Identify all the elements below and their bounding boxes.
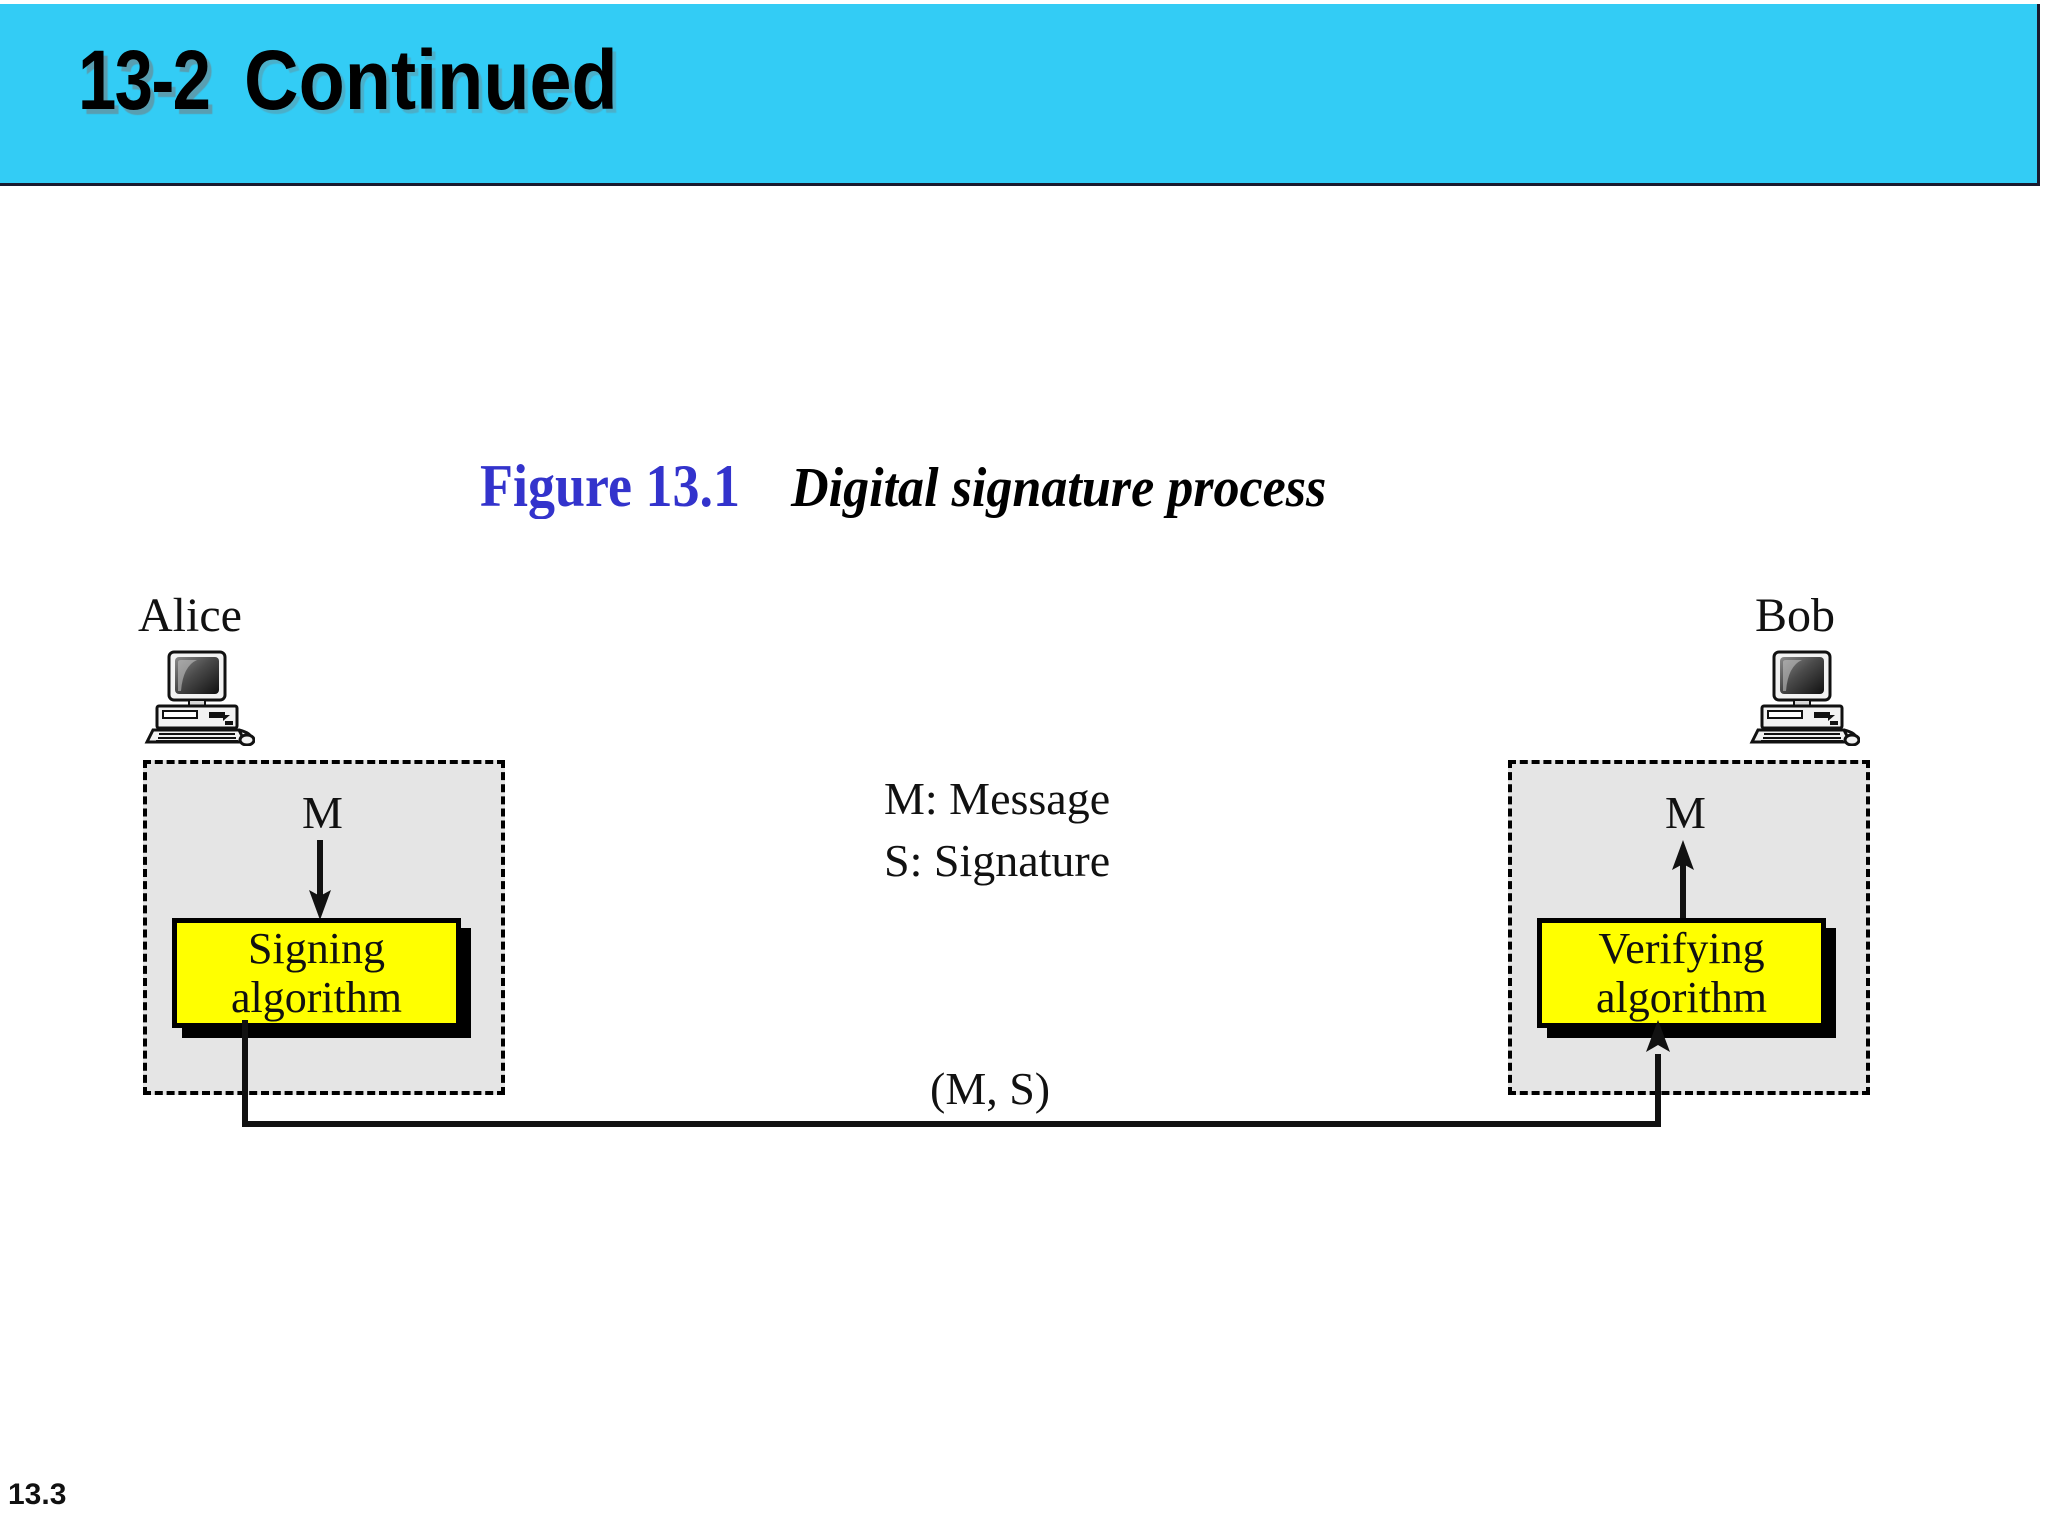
legend-item-signature: S: Signature (884, 835, 1111, 887)
header-section-number: 13-2 (78, 33, 211, 127)
transmission-label: (M, S) (930, 1063, 1051, 1114)
legend: M: Message S: Signature (884, 768, 1110, 892)
verifying-algorithm-box[interactable]: Verifying algorithm (1537, 918, 1826, 1028)
arrow-up-icon (1668, 840, 1698, 920)
verifying-algorithm-line1: Verifying (1598, 923, 1765, 973)
figure-caption: Figure 13.1 Digital signature process (480, 452, 1367, 521)
figure-caption-text: Digital signature process (790, 457, 1327, 519)
desktop-computer-icon (1748, 650, 1861, 747)
legend-item-message: M: Message (884, 773, 1111, 824)
message-label-alice: M (302, 787, 343, 838)
message-label-bob: M (1665, 787, 1706, 838)
header-banner: 13-2 Continued (0, 4, 2040, 186)
figure-caption-label: Figure 13.1 (480, 453, 740, 519)
party-label-bob: Bob (1755, 589, 1836, 642)
desktop-computer-icon (143, 650, 256, 747)
header-section-label: Continued (244, 33, 618, 127)
signing-algorithm-box[interactable]: Signing algorithm (172, 918, 461, 1028)
header-title: 13-2 Continued (78, 32, 659, 129)
signing-algorithm-line1: Signing (248, 923, 385, 973)
page-number: 13.3 (8, 1478, 67, 1511)
transmission-path (220, 1020, 1700, 1150)
party-label-alice: Alice (138, 589, 242, 642)
verifying-algorithm-line2: algorithm (1595, 973, 1768, 1022)
signing-algorithm-line2: algorithm (230, 973, 403, 1022)
arrow-down-icon (305, 840, 335, 920)
